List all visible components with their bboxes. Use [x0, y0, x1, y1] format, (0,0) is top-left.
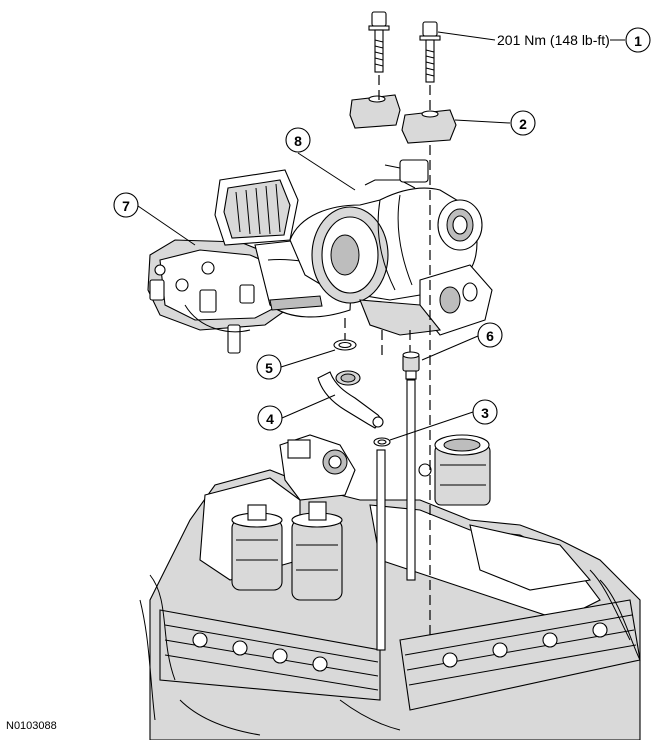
studs: [376, 379, 416, 651]
oil-filter-housing: [231, 504, 283, 591]
callout-1: 1: [625, 27, 651, 53]
callout-leaders: [137, 31, 625, 441]
callout-4: 4: [257, 405, 283, 431]
callout-6: 6: [477, 322, 503, 348]
bolt-left: [368, 11, 390, 73]
callout-5-label: 5: [265, 360, 273, 376]
callout-8: 8: [285, 127, 311, 153]
alignment-lines: [344, 75, 431, 640]
egr-cooler-cover: [214, 169, 299, 246]
callout-5: 5: [256, 354, 282, 380]
drain-tube-gasket: [373, 437, 391, 447]
callout-6-label: 6: [486, 328, 494, 344]
oil-feed-fitting: [402, 351, 420, 380]
callout-3-label: 3: [481, 405, 489, 421]
egr-valve-assembly: [279, 434, 356, 501]
callout-1-label: 1: [634, 33, 642, 49]
turbo-mounting-bolts: [368, 11, 441, 83]
fuel-filter-housing: [291, 501, 343, 601]
callout-3: 3: [472, 399, 498, 425]
bolt-right: [419, 21, 441, 83]
callout-7: 7: [113, 192, 139, 218]
callout-8-label: 8: [294, 133, 302, 149]
torque-spec-label: 201 Nm (148 lb-ft): [497, 32, 610, 48]
callout-2-label: 2: [519, 116, 527, 132]
oil-drain-tube: [317, 370, 384, 429]
callout-2: 2: [510, 110, 536, 136]
callout-7-label: 7: [122, 198, 130, 214]
turbo-clamp-brackets: [349, 94, 457, 144]
injector-row: [192, 622, 608, 672]
callout-4-label: 4: [266, 411, 274, 427]
engine-assembly: [139, 469, 641, 740]
fuel-conditioning-module: [418, 434, 491, 506]
figure-reference-code: N0103088: [6, 720, 57, 732]
o-ring-seal: [333, 339, 357, 351]
